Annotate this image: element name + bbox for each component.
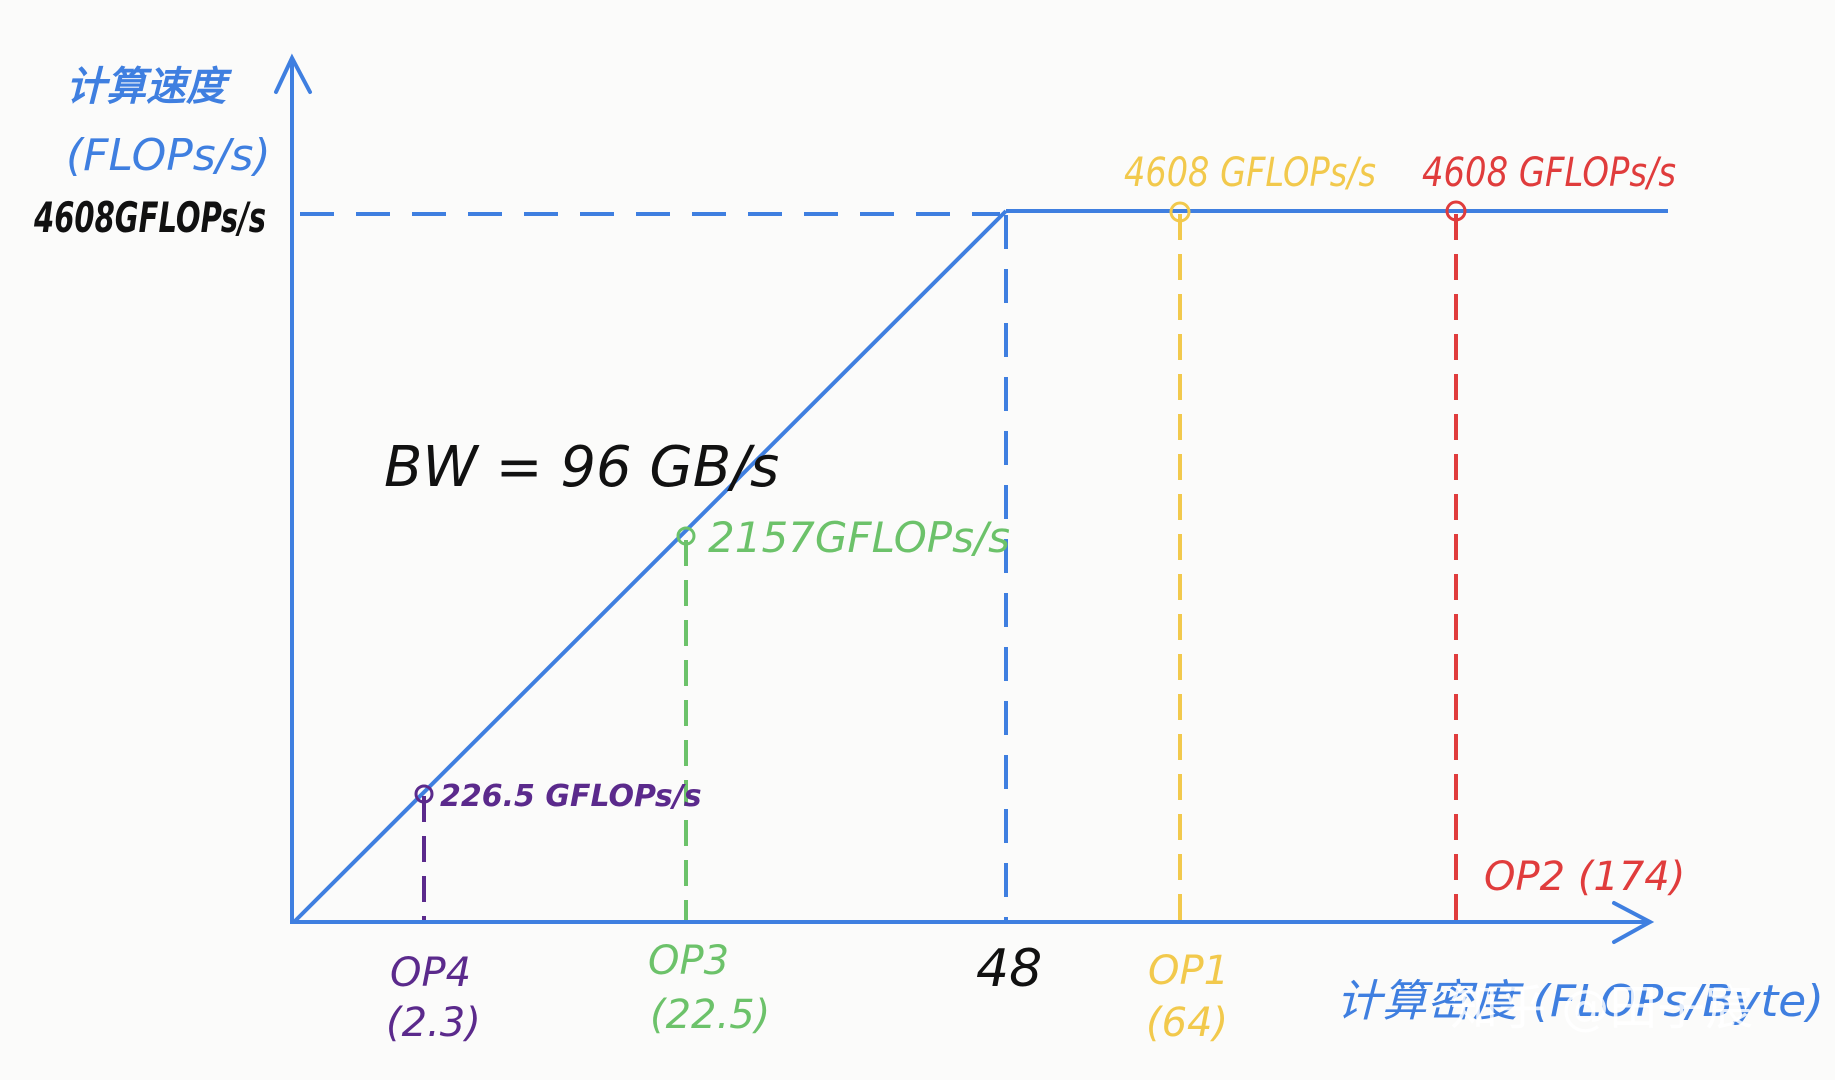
bandwidth-slope (293, 209, 1008, 923)
op1-value-label: 4608 GFLOPs/s (1124, 150, 1376, 196)
y-axis-arrow-icon (274, 53, 312, 94)
peak-label: 4608GFLOPs/s (33, 193, 266, 242)
ridge-x-label: 48 (976, 939, 1042, 999)
op2-value-label: 4608 GFLOPs/s (1422, 150, 1676, 196)
op1-point (1169, 201, 1191, 223)
y-axis-label-line1: 计算速度 (66, 64, 233, 110)
op4-value-label: 226.5 GFLOPs/s (440, 779, 702, 814)
op4-point (414, 784, 434, 804)
op4-x-label: (2.3) (386, 1000, 481, 1046)
op3-name-label: OP3 (648, 938, 729, 984)
op1-name-label: OP1 (1148, 948, 1229, 994)
op3-x-label: (22.5) (650, 992, 770, 1038)
x-axis-arrow-icon (1612, 901, 1655, 944)
x-axis-label: 计算密度 (FLOPs/Byte) (1336, 976, 1824, 1027)
op3-value-label: 2157GFLOPs/s (708, 513, 1010, 562)
op4-name-label: OP4 (390, 950, 471, 996)
op2-name-label: OP2 (174) (1484, 854, 1685, 900)
op1-x-label: (64) (1146, 1000, 1228, 1046)
watermark-text: 知乎 @田子宸 (1450, 980, 1753, 1036)
op3-point (676, 526, 696, 546)
y-axis-label-line2: (FLOPs/s) (66, 130, 271, 181)
bandwidth-label: BW = 96 GB/s (384, 435, 779, 500)
op2-point (1445, 200, 1467, 222)
